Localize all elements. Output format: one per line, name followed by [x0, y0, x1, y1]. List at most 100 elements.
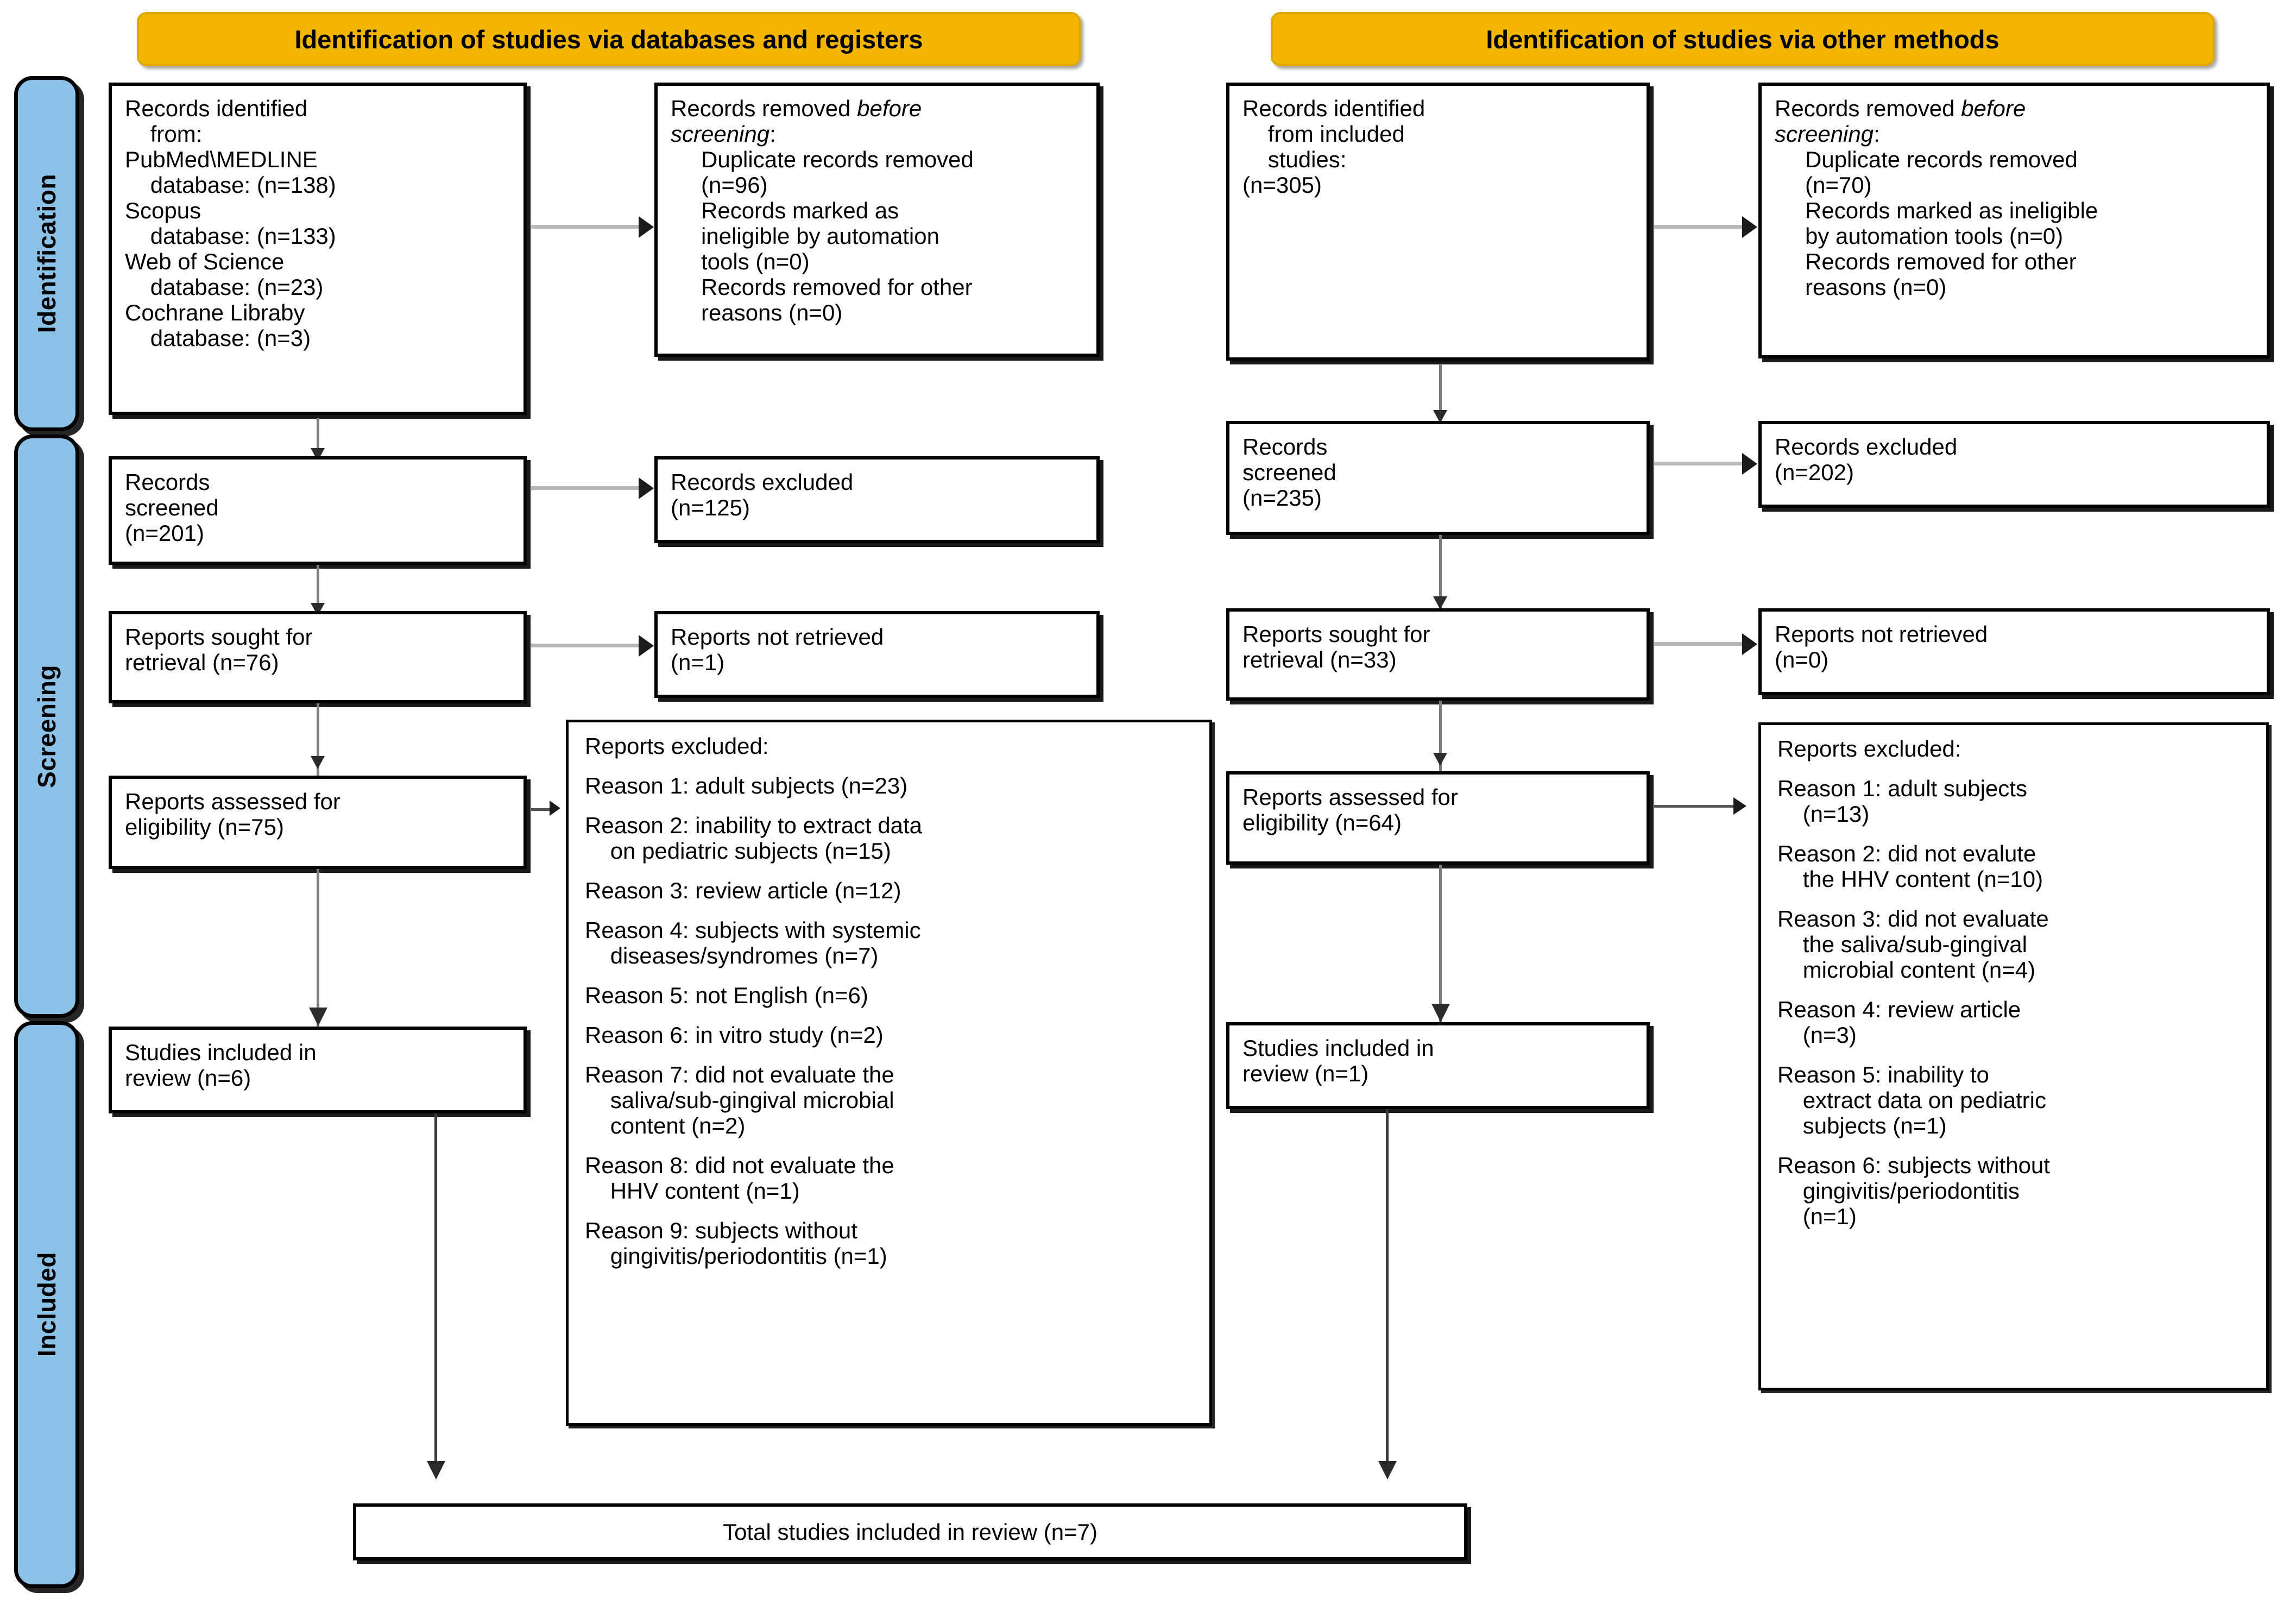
banner-databases-registers: Identification of studies via databases …: [137, 12, 1081, 66]
box-records-removed-before-screening-left: Records removed before screening: Duplic…: [654, 83, 1100, 357]
connector-assessed-to-included-left: [317, 869, 319, 1027]
records-removed-heading-c: :: [769, 121, 776, 147]
records-identified-head: Records identified from:: [125, 96, 308, 147]
box-reports-not-retrieved-left: Reports not retrieved (n=1): [654, 611, 1100, 698]
reports-excluded-reason-3: Reason 3: review article (n=12): [585, 878, 901, 904]
box-records-screened-right: Records screened (n=235): [1226, 421, 1650, 535]
connector-identified-to-screened-left: [317, 418, 319, 456]
connector-assessed-to-excluded-left: [531, 808, 553, 811]
reports-sought-text-left: Reports sought for retrieval (n=76): [125, 624, 313, 676]
reports-excluded-right-reason-4: Reason 4: review article (n=3): [1777, 997, 2021, 1048]
records-removed-heading-right-a: Records removed: [1775, 96, 1961, 121]
connector-screened-to-sought-right: [1439, 535, 1442, 608]
phase-label-screening: Screening: [33, 664, 61, 788]
connector-included-to-total-right: [1386, 1109, 1389, 1472]
reports-excluded-right-reason-2: Reason 2: did not evalute the HHV conten…: [1777, 841, 2043, 892]
box-studies-included-right: Studies included in review (n=1): [1226, 1022, 1650, 1109]
studies-included-text-right: Studies included in review (n=1): [1242, 1035, 1434, 1087]
arrow-screened-to-sought-right: [1433, 596, 1447, 609]
records-removed-heading: Records removed before screening:: [671, 96, 1086, 147]
box-total-studies-included: Total studies included in review (n=7): [353, 1503, 1467, 1560]
box-records-excluded-left: Records excluded (n=125): [654, 456, 1100, 543]
connector-identified-to-screened-right: [1439, 364, 1442, 421]
arrow-sought-to-notretrieved-right: [1742, 633, 1757, 655]
arrow-assessed-to-excluded-left: [550, 801, 560, 816]
reports-excluded-title-right: Reports excluded:: [1777, 736, 1961, 761]
banner-databases-registers-text: Identification of studies via databases …: [294, 24, 923, 54]
reports-excluded-reason-5: Reason 5: not English (n=6): [585, 983, 868, 1009]
reports-excluded-right-reason-5: Reason 5: inability to extract data on p…: [1777, 1062, 2046, 1139]
reports-excluded-reason-9: Reason 9: subjects without gingivitis/pe…: [585, 1218, 887, 1269]
records-removed-items: Duplicate records removed (n=96) Records…: [701, 147, 974, 326]
arrow-sought-to-assessed-left: [311, 756, 325, 769]
box-studies-included-left: Studies included in review (n=6): [109, 1027, 527, 1113]
connector-sought-to-notretrieved-left: [531, 644, 640, 647]
box-reports-assessed-left: Reports assessed for eligibility (n=75): [109, 776, 527, 869]
arrow-identified-to-removed-right: [1742, 216, 1757, 238]
connector-screened-to-sought-left: [317, 565, 319, 611]
connector-sought-to-assessed-right: [1439, 701, 1442, 771]
reports-excluded-right-reason-6: Reason 6: subjects without gingivitis/pe…: [1777, 1153, 2050, 1230]
reports-excluded-right-reason-3: Reason 3: did not evaluate the saliva/su…: [1777, 906, 2049, 983]
connector-included-to-total-left: [434, 1113, 437, 1472]
phase-label-identification: Identification: [33, 174, 61, 333]
box-reports-sought-left: Reports sought for retrieval (n=76): [109, 611, 527, 703]
box-reports-excluded-right: Reports excluded: Reason 1: adult subjec…: [1758, 722, 2269, 1390]
box-reports-assessed-right: Reports assessed for eligibility (n=64): [1226, 771, 1650, 865]
studies-included-text-left: Studies included in review (n=6): [125, 1040, 317, 1091]
reports-excluded-right-reason-1: Reason 1: adult subjects (n=13): [1777, 776, 2027, 827]
arrow-included-to-total-left: [427, 1461, 445, 1480]
records-removed-items-right: Duplicate records removed (n=70) Records…: [1805, 147, 2098, 300]
records-excluded-text-right: Records excluded (n=202): [1775, 434, 1958, 486]
records-identified-sources: PubMed\MEDLINE database: (n=138) Scopus …: [125, 147, 336, 351]
arrow-assessed-to-included-left: [309, 1008, 327, 1026]
phase-tab-screening: Screening: [14, 435, 79, 1018]
banner-other-methods: Identification of studies via other meth…: [1271, 12, 2215, 66]
banner-other-methods-text: Identification of studies via other meth…: [1486, 24, 1999, 54]
reports-assessed-text-left: Reports assessed for eligibility (n=75): [125, 789, 340, 840]
arrow-included-to-total-right: [1378, 1461, 1397, 1480]
arrow-assessed-to-excluded-right: [1733, 797, 1746, 815]
arrow-assessed-to-included-right: [1431, 1004, 1450, 1022]
reports-not-retrieved-text-right: Reports not retrieved (n=0): [1775, 621, 1988, 673]
connector-screened-to-excluded-right: [1654, 462, 1744, 465]
arrow-screened-to-excluded-right: [1742, 453, 1757, 475]
records-removed-heading-a: Records removed: [671, 96, 857, 121]
reports-excluded-title-left: Reports excluded:: [585, 733, 769, 759]
reports-not-retrieved-text-left: Reports not retrieved (n=1): [671, 624, 884, 676]
box-reports-sought-right: Reports sought for retrieval (n=33): [1226, 608, 1650, 701]
connector-assessed-to-included-right: [1439, 865, 1442, 1022]
records-excluded-text-left: Records excluded (n=125): [671, 469, 854, 521]
phase-tab-identification: Identification: [14, 76, 79, 431]
phase-tab-included: Included: [14, 1021, 79, 1588]
reports-excluded-reason-7: Reason 7: did not evaluate the saliva/su…: [585, 1062, 894, 1139]
reports-excluded-reason-4: Reason 4: subjects with systemic disease…: [585, 917, 921, 969]
records-removed-heading-right-italic: before screening: [1775, 96, 2026, 147]
box-records-identified-other: Records identified from included studies…: [1226, 83, 1650, 361]
box-records-removed-before-screening-right: Records removed before screening: Duplic…: [1758, 83, 2270, 358]
connector-screened-to-excluded-left: [531, 486, 640, 490]
box-reports-not-retrieved-right: Reports not retrieved (n=0): [1758, 608, 2270, 695]
box-records-identified-databases: Records identified from: PubMed\MEDLINE …: [109, 83, 527, 415]
reports-assessed-text-right: Reports assessed for eligibility (n=64): [1242, 784, 1458, 836]
connector-identified-to-removed-left: [531, 225, 640, 229]
box-records-excluded-right: Records excluded (n=202): [1758, 421, 2270, 508]
arrow-sought-to-notretrieved-left: [639, 635, 654, 657]
reports-excluded-reason-6: Reason 6: in vitro study (n=2): [585, 1022, 884, 1048]
records-screened-text-left: Records screened (n=201): [125, 469, 219, 546]
reports-excluded-reason-8: Reason 8: did not evaluate the HHV conte…: [585, 1153, 894, 1204]
records-removed-heading-right: Records removed before screening:: [1775, 96, 2256, 147]
records-removed-heading-italic: before screening: [671, 96, 922, 147]
connector-identified-to-removed-right: [1654, 225, 1744, 229]
arrow-identified-to-removed-left: [639, 216, 654, 238]
arrow-sought-to-assessed-right: [1433, 753, 1447, 766]
reports-excluded-reason-2: Reason 2: inability to extract data on p…: [585, 813, 923, 864]
connector-sought-to-notretrieved-right: [1654, 642, 1744, 646]
arrow-screened-to-excluded-left: [639, 477, 654, 499]
connector-assessed-to-excluded-right: [1654, 805, 1736, 808]
total-studies-included-text: Total studies included in review (n=7): [723, 1519, 1097, 1545]
box-reports-excluded-left: Reports excluded: Reason 1: adult subjec…: [566, 720, 1212, 1426]
records-identified-other-head: Records identified from included studies…: [1242, 96, 1425, 198]
reports-sought-text-right: Reports sought for retrieval (n=33): [1242, 621, 1430, 673]
